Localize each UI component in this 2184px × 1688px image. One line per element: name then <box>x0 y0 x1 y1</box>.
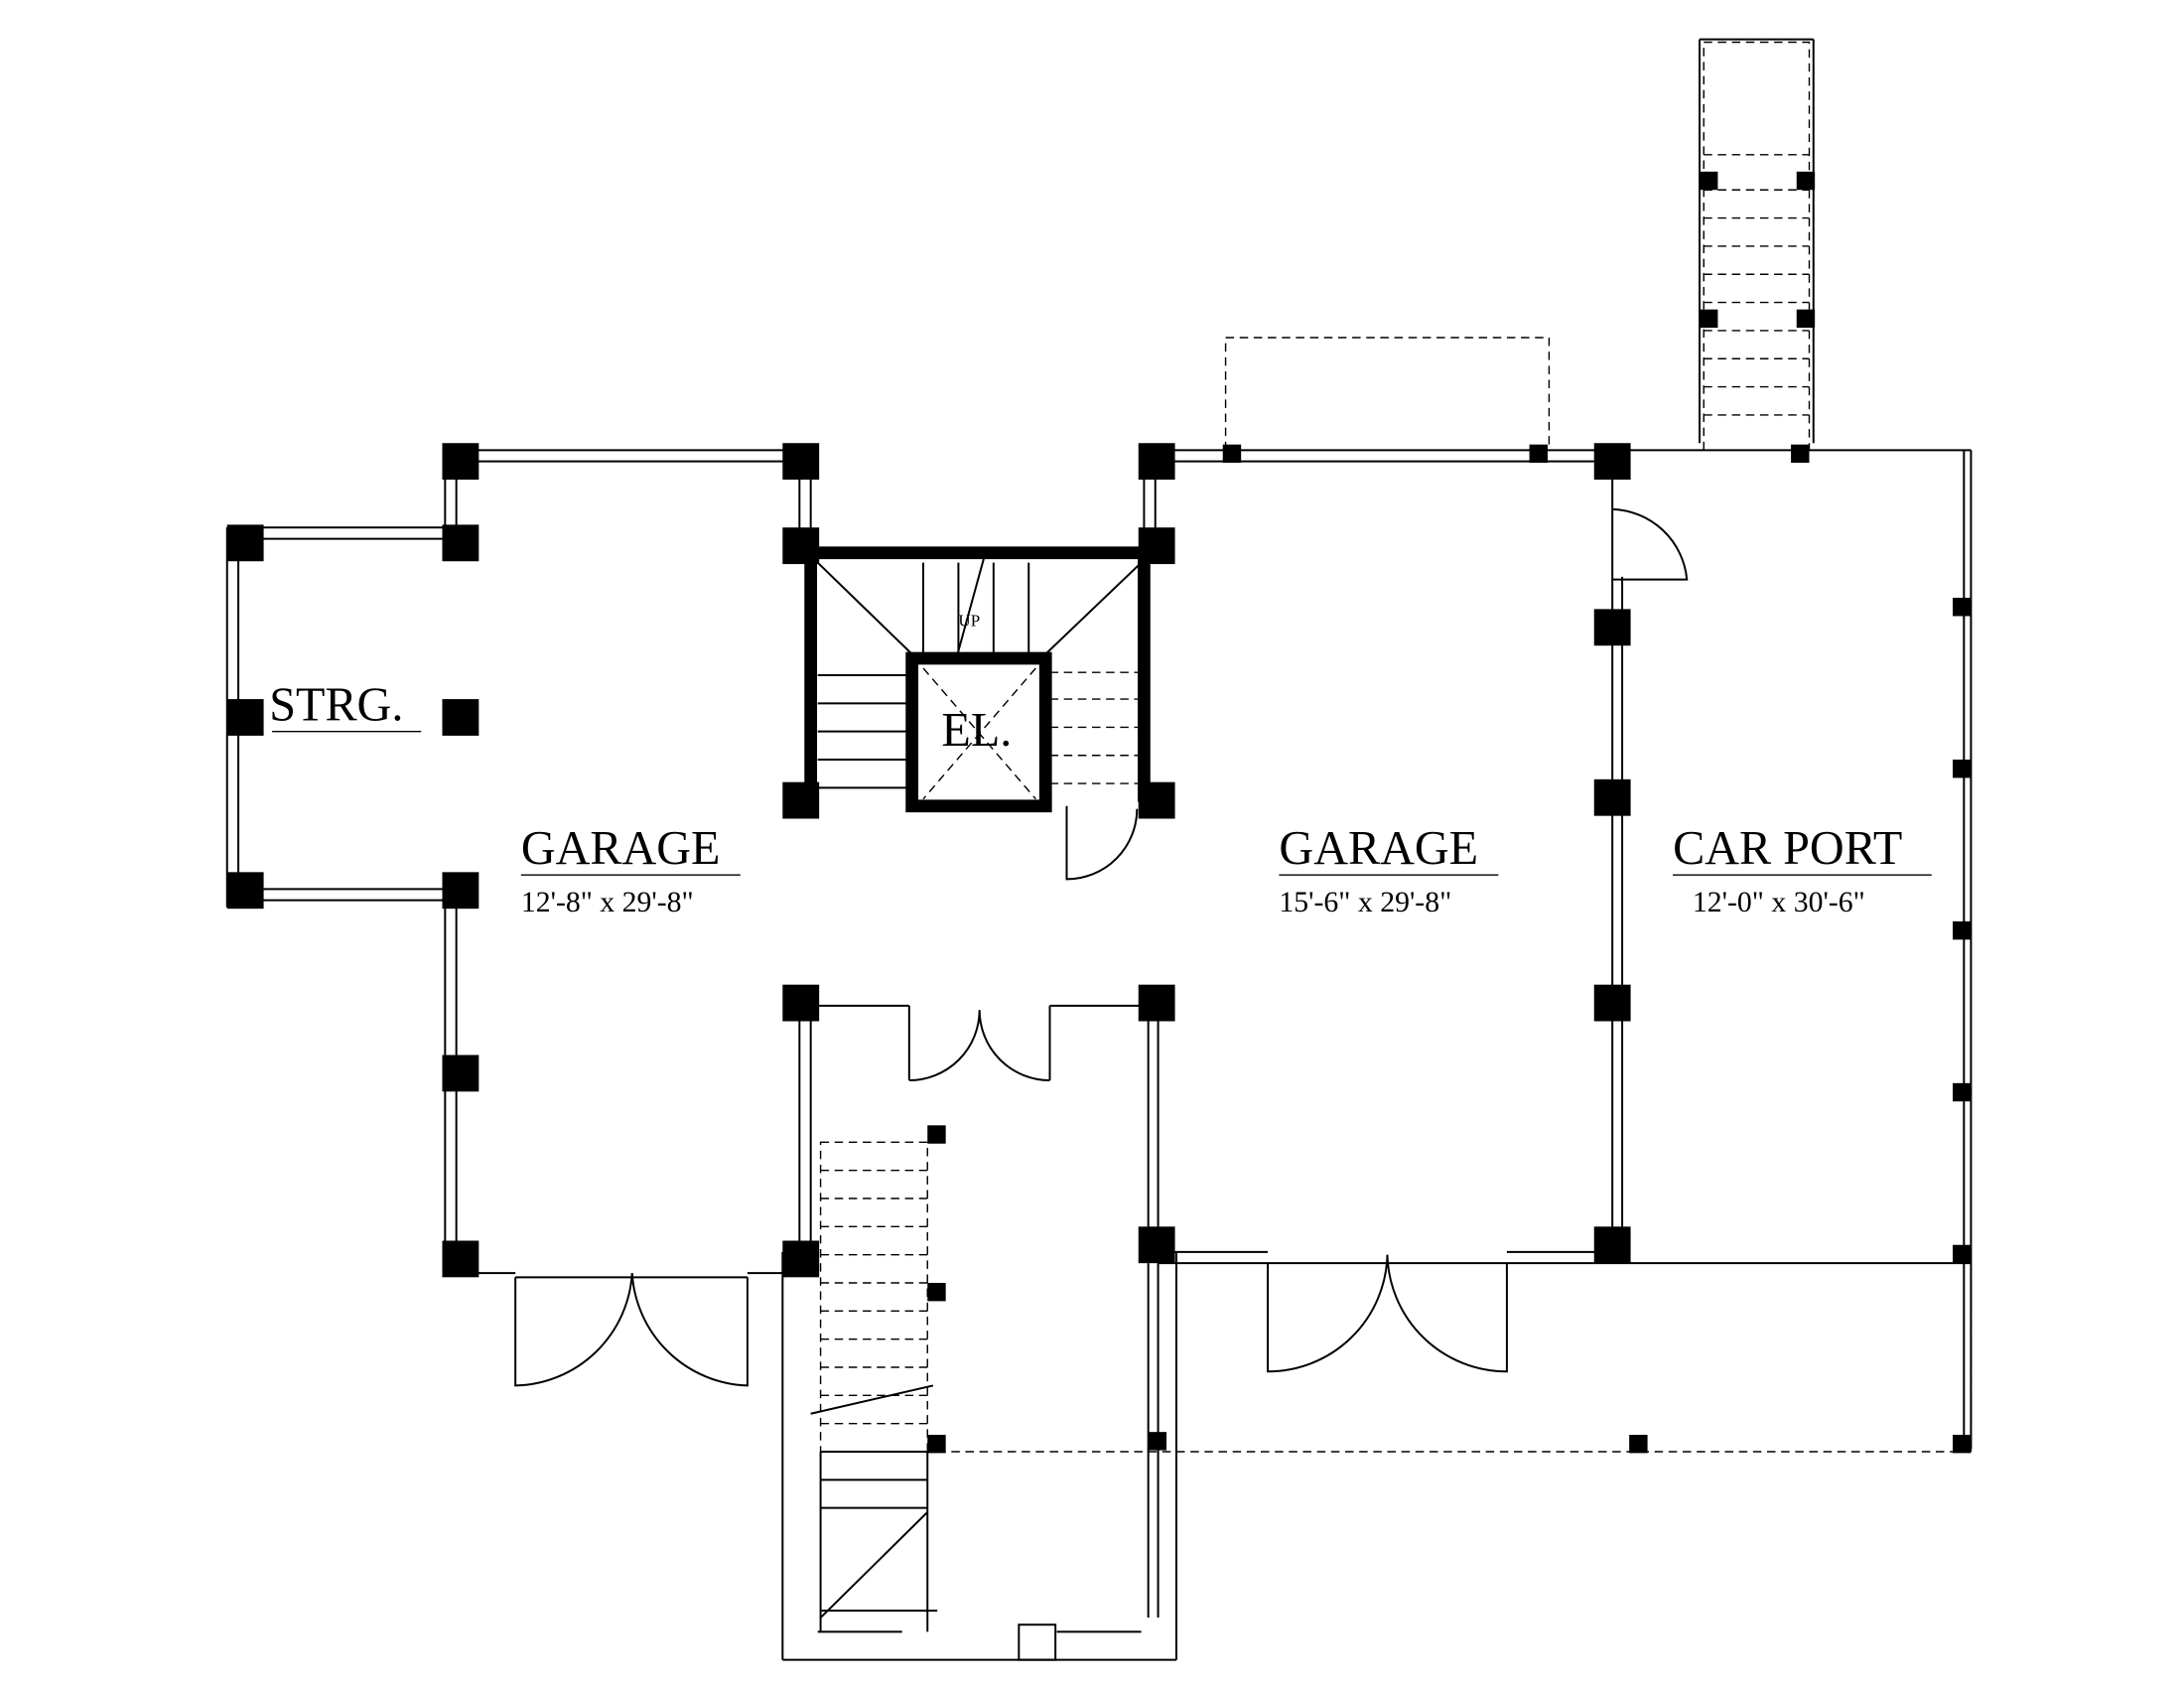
column <box>1138 1226 1175 1264</box>
column <box>1953 920 1972 940</box>
column <box>1700 171 1718 191</box>
garage-left-size: 12'-8" x 29'-8" <box>521 886 694 918</box>
column <box>1593 984 1631 1022</box>
column <box>226 524 264 562</box>
column <box>782 781 820 819</box>
columns <box>226 171 1972 1454</box>
column <box>1796 309 1816 329</box>
room-labels: STRG. EL. GARAGE 12'-8" x 29'-8" GARAGE … <box>269 678 1932 918</box>
column <box>1138 527 1175 565</box>
column <box>442 872 479 910</box>
column <box>442 524 479 562</box>
column <box>927 1283 946 1302</box>
column <box>927 1125 946 1144</box>
column <box>782 984 820 1022</box>
elevator-label: EL. <box>941 704 1012 757</box>
column <box>1138 781 1175 819</box>
column <box>782 1240 820 1278</box>
column <box>1593 778 1631 816</box>
column <box>1953 1244 1972 1264</box>
column <box>442 699 479 736</box>
column <box>1953 1082 1972 1102</box>
storage-label: STRG. <box>269 678 403 731</box>
column <box>1791 444 1810 464</box>
column <box>1953 598 1972 617</box>
column <box>1629 1435 1648 1454</box>
column <box>927 1435 946 1454</box>
column <box>1953 760 1972 778</box>
garage-left-label: GARAGE <box>521 822 721 875</box>
column <box>1700 309 1718 329</box>
carport-label: CAR PORT <box>1673 822 1902 875</box>
garage-right-size: 15'-6" x 29'-8" <box>1279 886 1451 918</box>
column <box>226 872 264 910</box>
column <box>782 527 820 565</box>
column <box>782 443 820 481</box>
garage-right-label: GARAGE <box>1279 822 1478 875</box>
column <box>1138 443 1175 481</box>
walls <box>225 449 1973 1661</box>
column <box>1148 1432 1167 1451</box>
column <box>1953 1435 1972 1454</box>
column <box>226 699 264 736</box>
column <box>1138 984 1175 1022</box>
carport-size: 12'-0" x 30'-6" <box>1693 886 1865 918</box>
column <box>1593 1226 1631 1264</box>
doors <box>514 507 1689 1387</box>
column <box>1796 171 1816 191</box>
column <box>1529 444 1548 464</box>
column <box>442 1240 479 1278</box>
column <box>1222 444 1242 464</box>
column <box>1593 609 1631 646</box>
dashed-outlines <box>937 38 1973 1453</box>
column <box>442 443 479 481</box>
column <box>1593 443 1631 481</box>
lower-stair <box>810 1141 938 1632</box>
column <box>442 1055 479 1092</box>
stair-up-marker: UP <box>958 611 980 630</box>
stair-core: UP <box>804 546 1151 813</box>
